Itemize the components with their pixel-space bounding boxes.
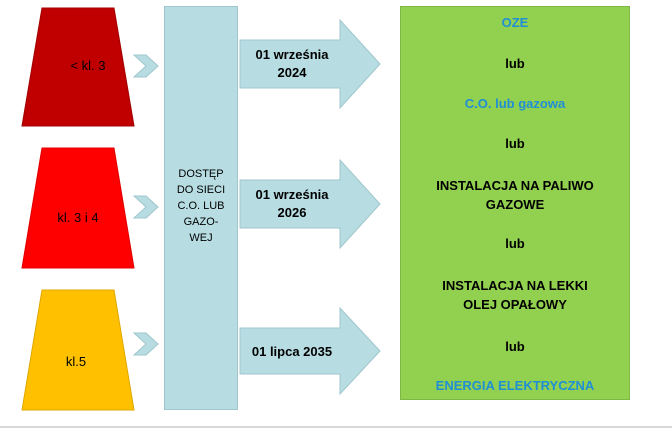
arrow-2024-line-2: 2024 — [277, 65, 307, 80]
label-below-class-3: < kl. 3 — [70, 58, 106, 73]
option-electric: ENERGIA ELEKTRYCZNA — [435, 378, 595, 393]
arrow-label-2035: 01 lipca 2035 — [238, 343, 346, 361]
chevron-icon-bottom — [132, 332, 159, 356]
option-oil-2: OLEJ OPAŁOWY — [463, 297, 567, 312]
option-lub-1: lub — [505, 56, 525, 71]
chevron-icon-middle — [132, 195, 159, 219]
access-line-3: C.O. LUB — [177, 200, 225, 212]
option-gas-1: INSTALACJA NA PALIWO — [436, 178, 594, 193]
arrow-2035-line-1: 01 lipca 2035 — [251, 344, 333, 359]
option-oil-1: INSTALACJA NA LEKKI — [442, 278, 588, 293]
chevron-icon-top — [132, 54, 159, 78]
access-box — [164, 6, 238, 410]
arrow-label-2024: 01 września 2024 — [238, 46, 346, 82]
option-gas-2: GAZOWE — [485, 197, 545, 212]
arrow-2024-line-1: 01 września — [255, 47, 329, 62]
access-line-1: DOSTĘP — [178, 168, 224, 180]
arrow-2024 — [239, 18, 381, 110]
access-line-4: GAZO- — [183, 216, 219, 228]
option-lub-2: lub — [505, 136, 525, 151]
options-box — [400, 6, 630, 400]
arrow-2026 — [239, 158, 381, 250]
arrow-2035 — [239, 306, 381, 396]
trapezoid-class-3-4 — [21, 147, 135, 269]
access-line-2: DO SIECI — [176, 184, 226, 196]
trapezoid-below-class-3 — [21, 7, 135, 127]
option-lub-3: lub — [505, 236, 525, 251]
option-lub-4: lub — [505, 339, 525, 354]
access-text: DOSTĘP DO SIECI C.O. LUB GAZO- WEJ — [164, 166, 238, 246]
access-line-5: WEJ — [189, 232, 213, 244]
arrow-label-2026: 01 września 2026 — [238, 186, 346, 222]
divider — [0, 426, 672, 428]
label-class-5: kl.5 — [65, 354, 87, 369]
trapezoid-class-5 — [21, 289, 135, 411]
option-co-gazowa: C.O. lub gazowa — [464, 96, 566, 111]
arrow-2026-line-2: 2026 — [277, 205, 307, 220]
option-oze: OZE — [501, 15, 529, 30]
arrow-2026-line-1: 01 września — [255, 187, 329, 202]
label-class-3-4: kl. 3 i 4 — [57, 210, 99, 225]
